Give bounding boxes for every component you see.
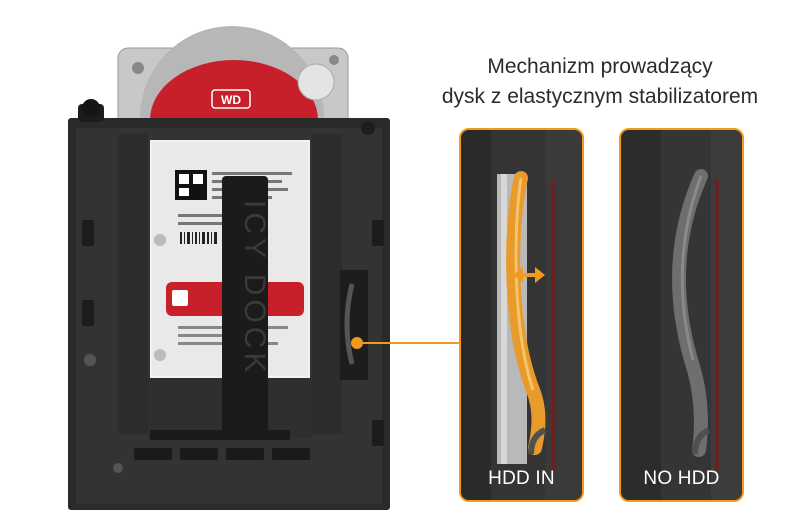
- pointer-dot: [351, 337, 363, 349]
- no-hdd-detail: [621, 130, 742, 500]
- no-hdd-label: NO HDD: [643, 468, 720, 489]
- detail-panel-hdd-in: HDD IN: [459, 128, 584, 502]
- caption-line-2: dysk z elastycznym stabilizatorem: [441, 85, 759, 108]
- hdd-in-label: HDD IN: [488, 468, 555, 489]
- hdd-in-detail: [461, 130, 582, 500]
- caption-line-1: Mechanizm prowadzący: [487, 55, 713, 78]
- wd-logo: WD: [221, 93, 241, 107]
- tray-illustration: WD: [68, 26, 390, 510]
- feature-caption: Mechanizm prowadzący dysk z elastycznym …: [420, 52, 780, 112]
- pointer-line: [358, 342, 459, 344]
- detail-panel-no-hdd: NO HDD: [619, 128, 744, 502]
- icydock-logo: ICY DOCK: [238, 200, 271, 376]
- tray-photo: WD: [68, 26, 390, 510]
